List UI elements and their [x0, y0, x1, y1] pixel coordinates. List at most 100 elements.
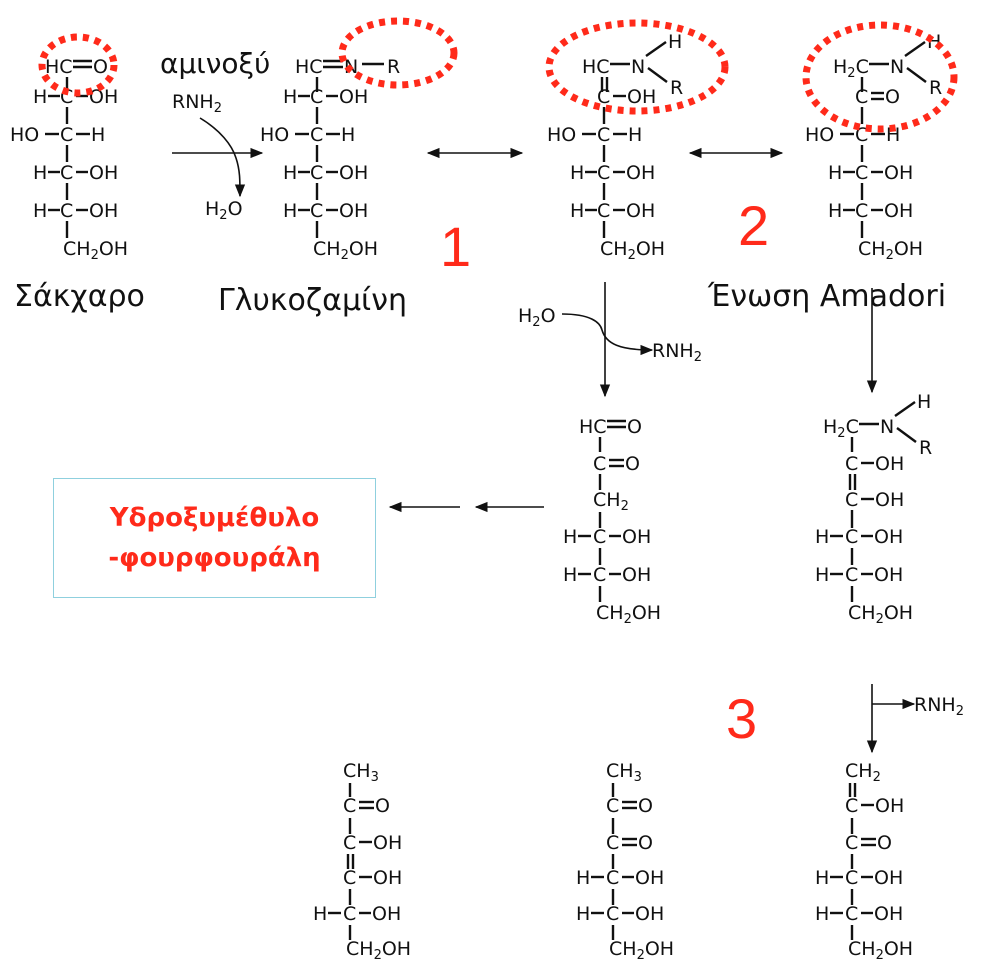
elimination-arrow: [866, 684, 916, 754]
svg-text:C: C: [593, 526, 606, 548]
svg-text:OH: OH: [627, 86, 656, 108]
svg-text:C: C: [855, 86, 868, 108]
svg-text:C: C: [597, 86, 610, 108]
svg-text:C: C: [60, 124, 73, 146]
svg-text:O: O: [638, 832, 653, 854]
svg-text:C: C: [845, 526, 858, 548]
svg-text:C: C: [343, 867, 356, 889]
sugar-label: Σάκχαρο: [14, 279, 145, 314]
svg-text:C: C: [343, 795, 356, 817]
svg-text:CH2OH: CH2OH: [63, 238, 128, 263]
water-product-label: H2O: [205, 198, 243, 223]
svg-text:H: H: [33, 86, 47, 108]
svg-text:H: H: [91, 124, 105, 146]
svg-text:CH2: CH2: [593, 489, 629, 514]
svg-text:O: O: [625, 453, 640, 475]
svg-text:C: C: [310, 200, 323, 222]
svg-text:OH: OH: [875, 453, 904, 475]
hmf-product-box: Υδροξυμέθυλο -φουρφουράλη: [53, 478, 376, 598]
step-1-number: 1: [440, 215, 471, 278]
svg-text:C: C: [606, 903, 619, 925]
svg-text:H: H: [570, 200, 584, 222]
svg-text:C: C: [60, 162, 73, 184]
svg-text:OH: OH: [874, 867, 903, 889]
svg-text:C: C: [593, 453, 606, 475]
svg-text:HC: HC: [579, 416, 607, 438]
svg-text:O: O: [638, 795, 653, 817]
hmf-label-line1: Υδροξυμέθυλο: [109, 503, 320, 533]
step-2-number: 2: [738, 194, 769, 257]
svg-text:C: C: [845, 489, 858, 511]
svg-text:CH2: CH2: [845, 760, 881, 785]
svg-text:C: C: [60, 200, 73, 222]
svg-text:H: H: [828, 162, 842, 184]
svg-text:O: O: [885, 86, 900, 108]
svg-text:H: H: [828, 200, 842, 222]
svg-text:H: H: [33, 200, 47, 222]
svg-text:OH: OH: [884, 200, 913, 222]
svg-text:OH: OH: [373, 867, 402, 889]
highlight-amadori: [802, 21, 958, 133]
reaction-arrow-1: [172, 117, 264, 198]
svg-text:OH: OH: [339, 200, 368, 222]
highlight-aldehyde: [38, 33, 118, 97]
svg-text:O: O: [375, 795, 390, 817]
svg-text:CH2OH: CH2OH: [313, 238, 378, 263]
svg-text:H: H: [341, 124, 355, 146]
svg-text:H: H: [576, 867, 590, 889]
svg-text:C: C: [845, 564, 858, 586]
svg-text:C: C: [597, 124, 610, 146]
svg-text:C: C: [310, 162, 323, 184]
svg-text:OH: OH: [875, 795, 904, 817]
svg-text:H: H: [283, 86, 297, 108]
svg-text:C: C: [343, 832, 356, 854]
svg-text:H2C: H2C: [823, 416, 859, 441]
svg-text:N: N: [631, 56, 645, 78]
svg-text:HC: HC: [582, 56, 610, 78]
svg-text:C: C: [845, 453, 858, 475]
rnh2-released-label-1: RNH2: [652, 340, 702, 365]
svg-text:C: C: [845, 832, 858, 854]
water-reagent-label: H2O: [518, 305, 556, 330]
svg-text:OH: OH: [339, 86, 368, 108]
step-3-number: 3: [726, 687, 757, 750]
svg-text:CH2OH: CH2OH: [596, 602, 661, 627]
svg-text:CH2OH: CH2OH: [858, 238, 923, 263]
svg-text:HO: HO: [547, 124, 576, 146]
svg-text:C: C: [593, 564, 606, 586]
svg-text:OH: OH: [373, 832, 402, 854]
svg-text:C: C: [845, 795, 858, 817]
svg-text:R: R: [919, 437, 932, 459]
svg-text:CH2OH: CH2OH: [848, 938, 913, 963]
svg-text:HO: HO: [805, 124, 834, 146]
svg-text:OH: OH: [635, 867, 664, 889]
svg-text:OH: OH: [339, 162, 368, 184]
svg-text:OH: OH: [89, 162, 118, 184]
svg-text:OH: OH: [874, 903, 903, 925]
svg-text:OH: OH: [372, 903, 401, 925]
hmf-label-line2: -φουρφουράλη: [108, 543, 321, 573]
svg-text:OH: OH: [622, 526, 651, 548]
svg-text:C: C: [310, 124, 323, 146]
svg-text:H: H: [815, 564, 829, 586]
svg-text:OH: OH: [626, 200, 655, 222]
svg-text:C: C: [845, 903, 858, 925]
svg-text:N: N: [880, 416, 894, 438]
svg-text:H: H: [313, 903, 327, 925]
svg-text:CH2OH: CH2OH: [609, 938, 674, 963]
svg-text:C: C: [597, 200, 610, 222]
svg-text:HO: HO: [260, 124, 289, 146]
svg-text:C: C: [855, 162, 868, 184]
rnh2-released-label-2: RNH2: [914, 694, 964, 719]
svg-text:CH3: CH3: [606, 760, 642, 785]
svg-text:O: O: [627, 416, 642, 438]
svg-text:N: N: [890, 56, 904, 78]
